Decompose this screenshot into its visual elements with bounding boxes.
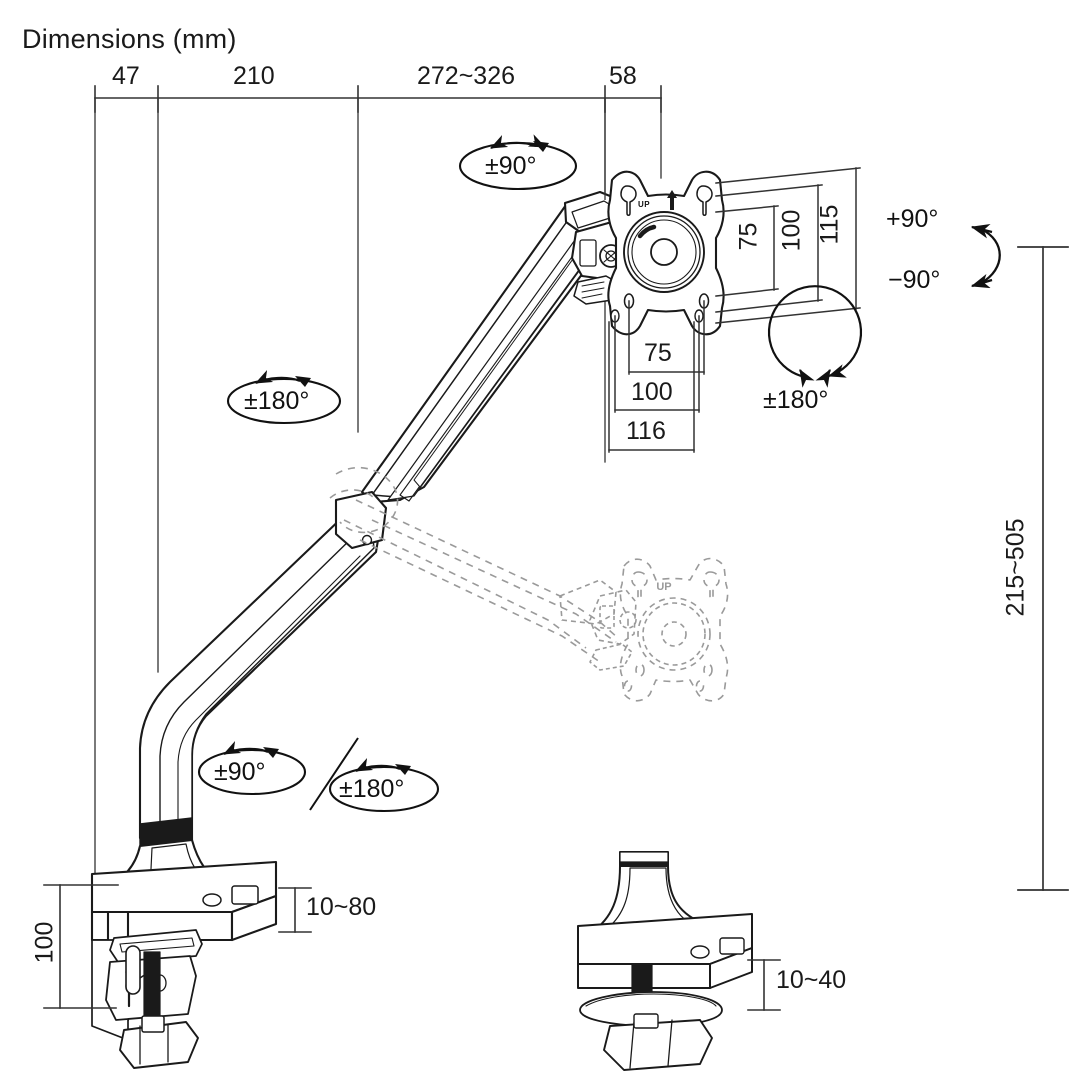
tilt-collar-ribs — [581, 281, 605, 299]
lower-arm-and-base — [90, 490, 388, 1069]
rotation-symbol-screen-rotate — [767, 285, 863, 388]
rotation-symbol-base-rotate — [309, 737, 440, 813]
clamp-guide-pin — [125, 945, 141, 995]
grommet-thickness-dimension — [747, 959, 781, 1011]
vesa-v-label-115: 115 — [815, 204, 844, 245]
vesa-rotation-hub-bore — [650, 238, 678, 266]
tilt-knuckle-slot — [579, 239, 597, 267]
page-title: Dimensions (mm) — [22, 24, 237, 54]
base-depth-label: 100 — [30, 921, 59, 964]
vesa-horizontal-dimension-group — [608, 300, 705, 453]
rotation-label-base-rotate: ±180° — [339, 775, 405, 803]
pitch-arrow-up — [970, 224, 993, 239]
dim-label-210: 210 — [233, 62, 275, 90]
grommet-washer-plate — [579, 991, 723, 1027]
vesa-keyhole-top-right — [696, 185, 713, 216]
base-port-rect — [231, 885, 259, 905]
vesa-v-witness-bottom-115 — [715, 307, 861, 324]
grommet-knob-neck — [633, 1013, 659, 1029]
arrowhead-tilt-right — [533, 141, 549, 152]
upper-arm-highlight — [413, 251, 587, 488]
screen-rotate-arrow-right — [815, 369, 831, 388]
rotation-symbol-pitch — [970, 224, 1001, 289]
vesa-v-witness-bottom-75 — [715, 288, 779, 297]
vesa-v-witness-top-100 — [715, 184, 823, 197]
rotation-label-base-swivel: ±90° — [214, 758, 266, 786]
grommet-washer-plate-edge — [585, 993, 717, 1007]
vesa-v-label-75: 75 — [734, 222, 763, 251]
screen-rotate-circle-left — [767, 285, 863, 378]
arrowhead-base-swivel-right — [263, 747, 279, 758]
ghost-lowered-position — [329, 466, 729, 702]
clamp-knob-ribs — [139, 1023, 169, 1065]
dim-label-47: 47 — [112, 62, 140, 90]
vesa-h-label-75: 75 — [644, 339, 672, 367]
rotation-symbol-elbow-swivel — [226, 369, 342, 425]
grommet-mount-base — [577, 851, 753, 1071]
clamp-thickness-label: 10~80 — [306, 893, 377, 921]
elbow-swivel-ellipse — [226, 377, 342, 425]
rotation-label-tilt-screen: ±90° — [485, 152, 537, 180]
vesa-up-arrow-icon — [667, 190, 677, 210]
vesa-h-label-100: 100 — [631, 378, 673, 406]
grommet-port-round — [690, 945, 710, 959]
arrowhead-elbow-right — [295, 376, 311, 387]
base-swivel-ellipse — [197, 748, 307, 796]
pitch-arrow-down — [970, 273, 993, 289]
dim-label-58: 58 — [609, 62, 637, 90]
upper-arm-top-facet — [371, 206, 601, 498]
screen-rotate-arrow-left — [799, 369, 815, 388]
base-rotate-ellipse — [328, 765, 440, 813]
upper-arm-side-facet — [387, 225, 598, 501]
vesa-v-witness-top-115 — [715, 167, 861, 184]
vesa-v-witness-top-75 — [715, 205, 779, 213]
grommet-thickness-label: 10~40 — [776, 966, 847, 994]
clamp-thickness-dimension — [278, 887, 312, 933]
base-port-round — [202, 893, 222, 907]
grommet-port-rect — [719, 937, 745, 955]
monitor-arm-assembly — [360, 170, 725, 504]
vesa-v-witness-bottom-100 — [715, 299, 823, 313]
height-range-label: 215~505 — [1001, 518, 1030, 617]
elbow-collar-screw — [361, 534, 373, 546]
rotation-symbol-base-swivel — [197, 740, 307, 796]
grommet-knob-ribs — [629, 1019, 673, 1069]
vesa-plate-up-text: UP — [638, 200, 651, 209]
lower-arm-crease — [177, 555, 361, 821]
rotation-label-elbow-swivel: ±180° — [244, 387, 310, 415]
vesa-h-label-116: 116 — [626, 417, 666, 445]
rotation-arrowheads — [263, 141, 549, 775]
elbow-swivel-arrow-left — [255, 369, 301, 384]
rotation-symbol-tilt-screen — [458, 134, 578, 191]
dim-label-272-326: 272~326 — [417, 62, 516, 90]
rotation-label-pitch-plus: +90° — [886, 205, 939, 233]
height-range-dimension — [1017, 246, 1069, 891]
pitch-arc — [980, 227, 1001, 285]
ghost-plate-up-text: UP — [656, 581, 671, 593]
rotation-label-screen-rotate: ±180° — [763, 386, 829, 414]
top-dimension-chain — [94, 85, 662, 906]
base-symbols-leader-line — [309, 737, 359, 811]
rotation-label-pitch-minus: −90° — [888, 266, 941, 294]
base-rotate-arrow-left — [355, 757, 401, 772]
vesa-vertical-dimension-group — [715, 167, 861, 324]
arrowhead-base-rotate-right — [395, 764, 411, 775]
vesa-hub-index-mark — [637, 224, 657, 239]
base-depth-dimension — [43, 884, 119, 1009]
grommet-post-top — [619, 851, 669, 863]
clamp-base-side — [230, 894, 278, 942]
base-swivel-arrow-left — [223, 740, 269, 755]
clamp-knob-neck — [141, 1015, 165, 1033]
vesa-keyhole-top-left — [620, 185, 637, 216]
vesa-v-label-100: 100 — [777, 209, 806, 252]
